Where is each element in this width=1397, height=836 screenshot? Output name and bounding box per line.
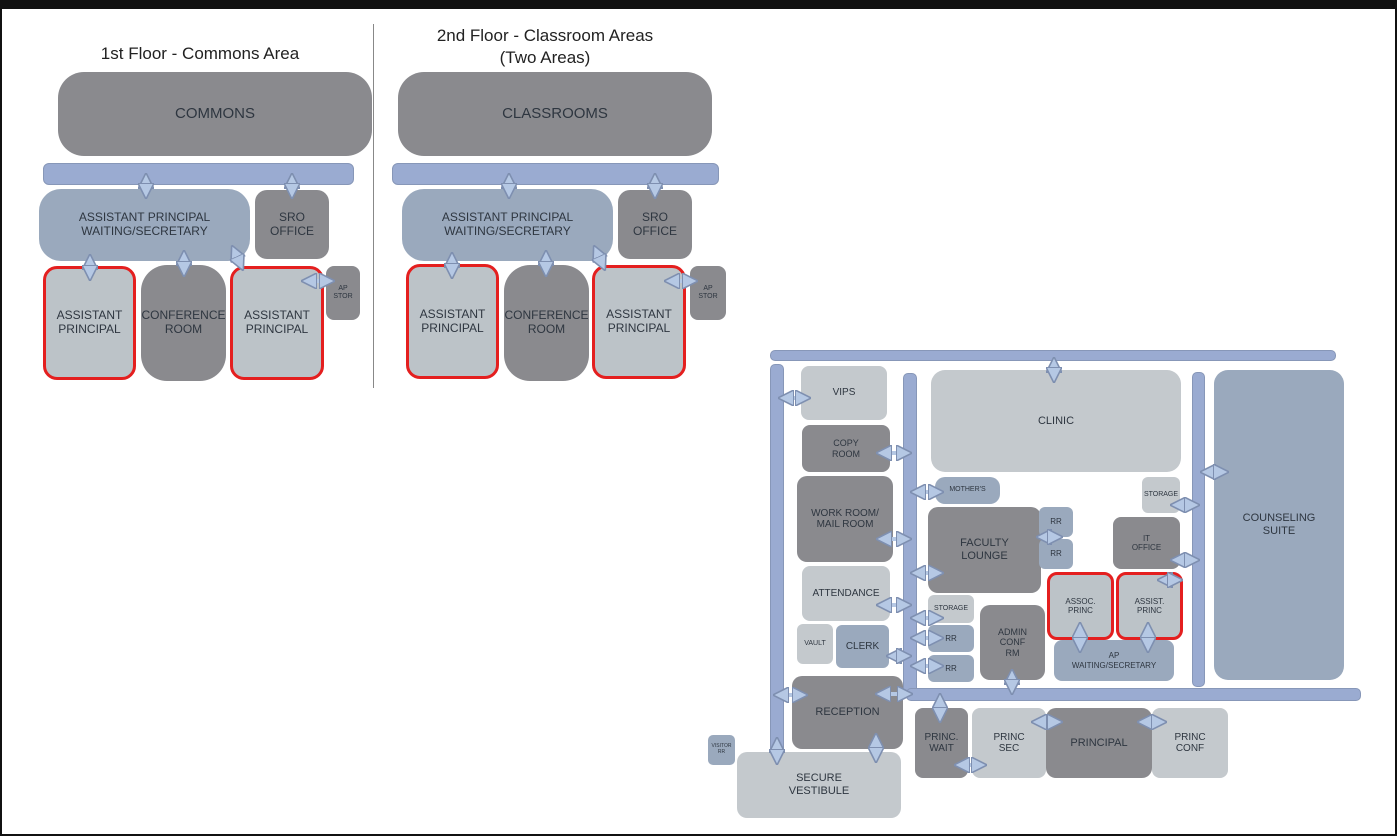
principal-office: PRINCIPAL — [1046, 708, 1152, 778]
left-ap-waiting: ASSISTANT PRINCIPAL WAITING/SECRETARY — [39, 189, 250, 261]
mothers-room: MOTHER'S — [935, 477, 1000, 504]
admin-conference-room: ADMIN CONF RM — [980, 605, 1045, 680]
left-plan-title: 1st Floor - Commons Area — [100, 44, 300, 63]
right-vertical-corridor — [1192, 372, 1205, 687]
clinic-room: CLINIC — [931, 370, 1181, 472]
mid-conference-room: CONFERENCE ROOM — [504, 265, 589, 381]
left-corridor — [43, 163, 354, 185]
it-office: IT OFFICE — [1113, 517, 1180, 569]
counseling-suite: COUNSELING SUITE — [1214, 370, 1344, 680]
mid-ap-waiting: ASSISTANT PRINCIPAL WAITING/SECRETARY — [402, 189, 613, 261]
classrooms-room: CLASSROOMS — [398, 72, 712, 156]
left-sro-office: SRO OFFICE — [255, 190, 329, 259]
left-conference-room: CONFERENCE ROOM — [141, 265, 226, 381]
plan-divider — [373, 24, 374, 388]
visitor-restroom: VISITOR RR — [708, 735, 735, 765]
arrow-left-ap2 — [233, 248, 242, 268]
vault-room: VAULT — [797, 624, 833, 664]
faculty-lounge: FACULTY LOUNGE — [928, 507, 1041, 593]
mid-plan-title-line2: (Two Areas) — [499, 48, 591, 67]
mid-sro-office: SRO OFFICE — [618, 190, 692, 259]
commons-room: COMMONS — [58, 72, 372, 156]
work-mail-room: WORK ROOM/ MAIL ROOM — [797, 476, 893, 562]
attendance-room: ATTENDANCE — [802, 566, 890, 621]
copy-room: COPY ROOM — [802, 425, 890, 472]
left-ap-office-1: ASSISTANT PRINCIPAL — [43, 266, 136, 380]
mid-plan-title-line1: 2nd Floor - Classroom Areas — [436, 26, 654, 45]
vips-room: VIPS — [801, 366, 887, 420]
mid-corridor — [392, 163, 719, 185]
clerk-room: CLERK — [836, 625, 889, 668]
arrow-mid-ap2 — [595, 248, 604, 268]
